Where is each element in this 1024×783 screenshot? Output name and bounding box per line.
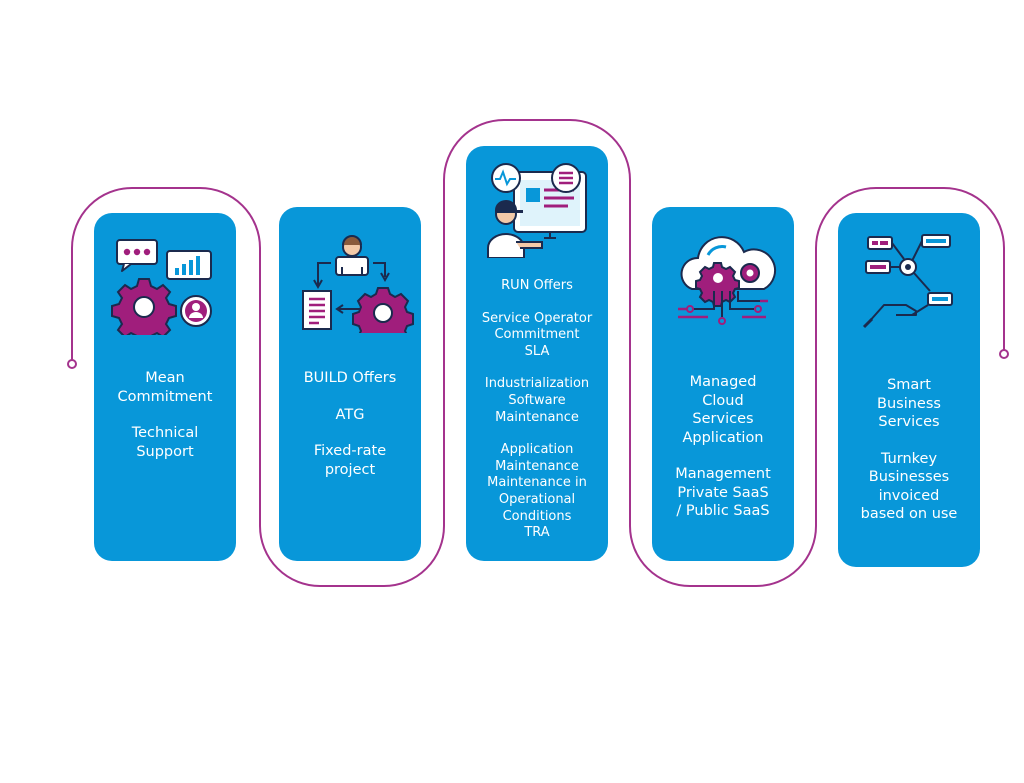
line-gap xyxy=(283,388,417,406)
card-text-line: BUILD Offers xyxy=(303,370,397,386)
card-text-line: Maintenance in xyxy=(487,475,587,491)
card-text-line: TRA xyxy=(524,525,550,541)
card-text-line: Services xyxy=(878,414,940,430)
card-text-line: invoiced xyxy=(878,487,940,504)
line-gap xyxy=(470,426,604,442)
card-text-line: ATG xyxy=(335,406,365,423)
card-text-line: Service Operator xyxy=(481,310,593,326)
connector-end-dot xyxy=(999,349,1009,359)
hand-network-icon xyxy=(838,231,980,331)
card-text-line: Mean xyxy=(145,370,185,386)
card-text-line: based on use xyxy=(860,506,958,522)
card-text-line: Technical xyxy=(131,425,199,441)
card-text-line: Commitment xyxy=(494,327,580,343)
card-text-line: Services xyxy=(692,411,754,427)
card-text-line: Private SaaS xyxy=(677,484,769,501)
line-gap xyxy=(470,360,604,376)
card-text-line: Cloud xyxy=(702,392,744,409)
card-text-line: Support xyxy=(136,443,194,460)
gear-chat-icon xyxy=(94,235,236,344)
line-gap xyxy=(98,406,232,424)
card-text-line: Software xyxy=(508,392,566,408)
card-text-line: project xyxy=(324,461,376,478)
card-text-line: Maintenance xyxy=(495,409,579,425)
connector-start-dot xyxy=(67,359,77,369)
card-text-line: Managed xyxy=(689,374,757,390)
card-text-line: Maintenance xyxy=(495,458,579,474)
card-text-line: Application xyxy=(500,442,574,458)
card-text-line: SLA xyxy=(524,343,550,359)
card-text-line: Turnkey xyxy=(880,450,938,467)
build-workflow-icon xyxy=(279,233,421,350)
card-text-line: Operational xyxy=(498,491,576,507)
card-text-line: Management xyxy=(675,466,771,482)
card-text-line: Conditions xyxy=(502,508,572,524)
line-gap xyxy=(842,432,976,450)
card-text-line: RUN Offers xyxy=(501,278,573,293)
operator-monitor-icon xyxy=(466,158,608,259)
card-text-line: / Public SaaS xyxy=(676,503,770,519)
card-text-line: Commitment xyxy=(117,388,213,405)
line-gap xyxy=(283,424,417,442)
card-text-line: Business xyxy=(877,395,941,412)
line-gap xyxy=(470,295,604,311)
card-text-line: Fixed-rate xyxy=(313,443,387,459)
card-text-line: Smart xyxy=(887,377,931,393)
cloud-gear-icon xyxy=(652,231,794,331)
card-text-line: Application xyxy=(682,429,764,446)
card-text-line: Businesses xyxy=(868,469,950,485)
card-text-line: Industrialization xyxy=(484,376,590,392)
line-gap xyxy=(656,447,790,465)
